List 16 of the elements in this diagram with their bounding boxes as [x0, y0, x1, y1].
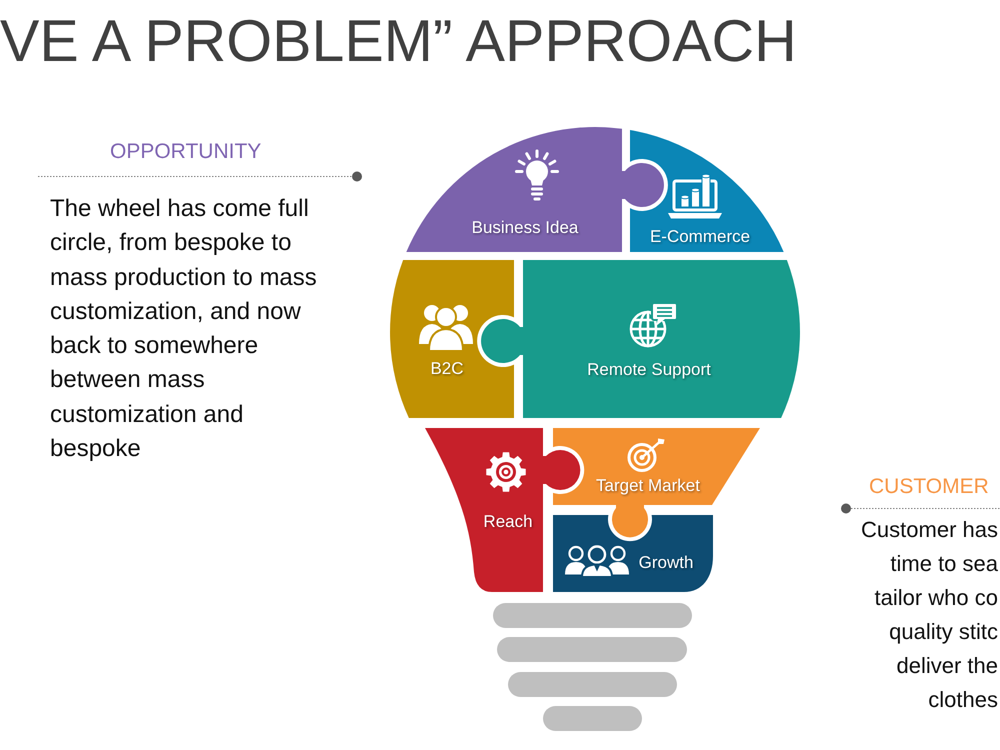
body-paragraph: Customer has time to sea tailor who co quality stitc deliver the clothes	[860, 516, 998, 714]
piece-label: Growth	[638, 553, 694, 573]
piece-label: Business Idea	[472, 218, 578, 238]
puzzle-piece	[630, 130, 784, 252]
puzzle-piece	[553, 515, 713, 592]
puzzle-piece	[481, 260, 800, 418]
piece-label: E-Commerce	[650, 227, 750, 247]
body-paragraph: The wheel has come full circle, from bespoke to mass production to mass customization, and now back to somewhere between mass customization and bespoke	[50, 194, 318, 464]
section-heading: CUSTOMER	[869, 474, 989, 500]
slide-title: VE A PROBLEM” APPROACH	[0, 12, 797, 71]
piece-label: Remote Support	[587, 360, 711, 380]
section-heading: OPPORTUNITY	[110, 139, 262, 164]
puzzle-piece	[390, 260, 514, 418]
piece-label: B2C	[430, 359, 464, 379]
piece-label: Reach	[483, 512, 533, 532]
piece-label: Target Market	[596, 476, 700, 496]
